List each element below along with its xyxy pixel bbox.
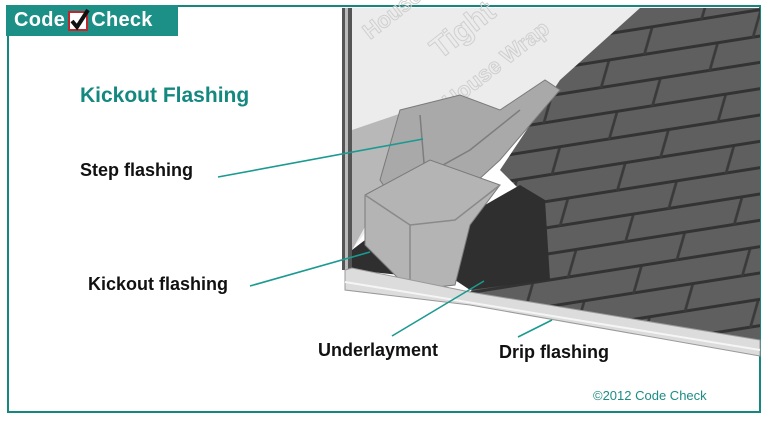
leader-line-step-flashing	[217, 138, 424, 178]
label-underlayment: Underlayment	[318, 340, 439, 360]
label-drip-flashing: Drip flashing	[499, 342, 610, 362]
underlayment	[440, 185, 550, 290]
diagram-title: Kickout Flashing	[80, 84, 250, 107]
copyright-text: ©2012 Code Check	[593, 388, 707, 403]
logo-word-code: Code	[14, 9, 66, 31]
leader-line-underlayment	[391, 280, 485, 337]
checkbox-check-icon	[68, 8, 90, 31]
kickout-flashing	[364, 159, 501, 291]
logo-word-check: Check	[91, 9, 153, 31]
leader-line-drip-flashing	[517, 319, 553, 338]
leader-line-kickout-flashing	[249, 251, 371, 287]
label-kickout-flashing: Kickout flashing	[88, 274, 229, 294]
label-step-flashing: Step flashing	[80, 160, 194, 180]
code-check-logo: Code Check	[6, 5, 178, 36]
